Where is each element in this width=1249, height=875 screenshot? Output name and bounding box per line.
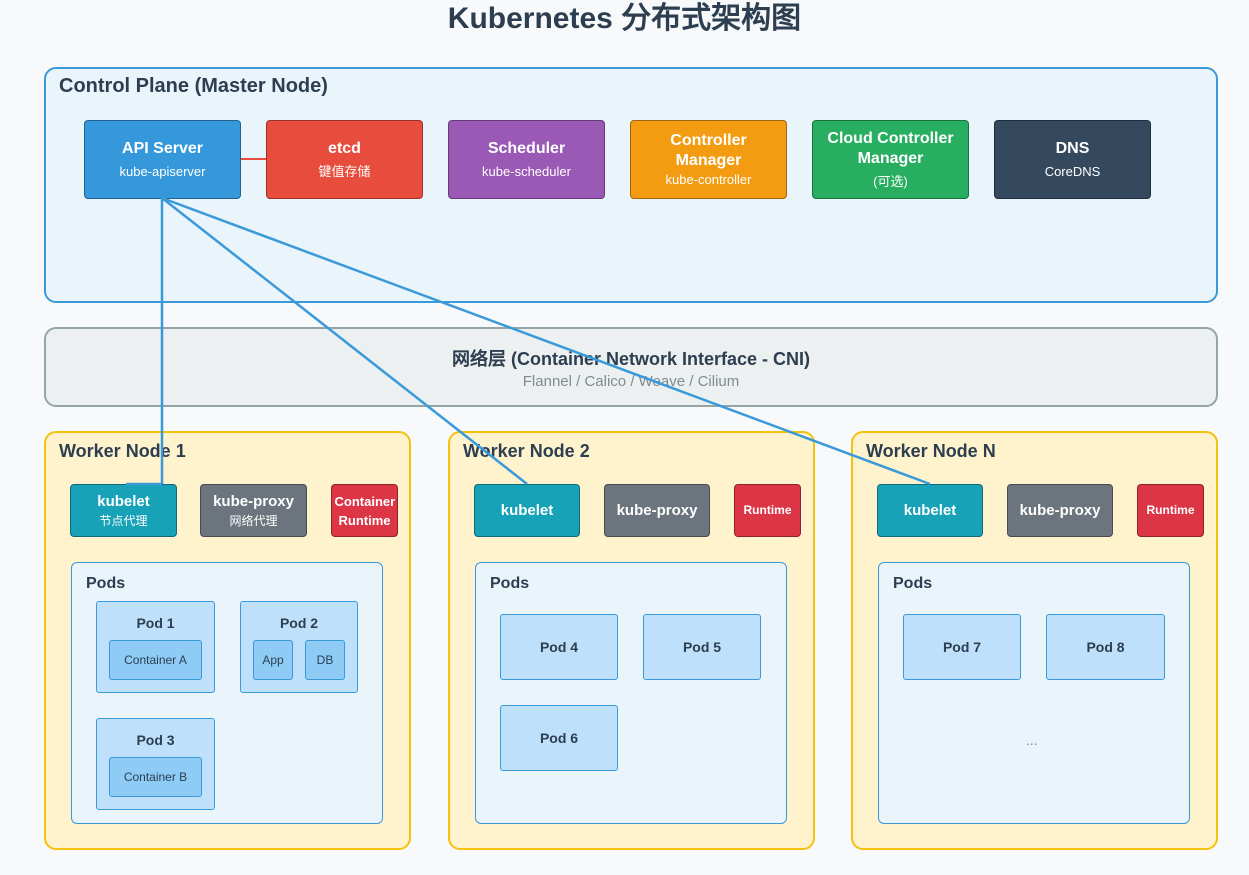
pod-2: Pod 2 App DB <box>240 601 358 693</box>
pod-5-label: Pod 5 <box>682 639 722 655</box>
worker-node-n-label: Worker Node N <box>866 441 996 461</box>
network-layer-panel: 网络层 (Container Network Interface - CNI) … <box>44 327 1218 407</box>
worker-2-runtime-box: Runtime <box>734 484 801 537</box>
controller-manager-box: Controller Manager kube-controller <box>630 120 787 199</box>
api-server-box: API Server kube-apiserver <box>84 120 241 199</box>
pod-1-label: Pod 1 <box>136 615 175 631</box>
worker-node-2-label: Worker Node 2 <box>463 441 590 461</box>
scheduler-title: Scheduler <box>487 139 566 157</box>
pod-5: Pod 5 <box>643 614 761 680</box>
api-server-sub: kube-apiserver <box>119 163 206 179</box>
worker-n-kubelet-title: kubelet <box>903 501 957 519</box>
worker-n-pods-box: Pods <box>878 562 1190 824</box>
etcd-sub: 键值存储 <box>318 163 371 179</box>
worker-2-kubelet-box: kubelet <box>474 484 580 537</box>
worker-n-runtime-box: Runtime <box>1137 484 1204 537</box>
worker-1-pods-label: Pods <box>86 575 126 592</box>
pod-6-label: Pod 6 <box>539 730 579 746</box>
pod-7: Pod 7 <box>903 614 1021 680</box>
worker-2-runtime-title: Runtime <box>743 503 792 517</box>
etcd-box: etcd 键值存储 <box>266 120 423 199</box>
worker-n-pods-label: Pods <box>893 575 933 592</box>
scheduler-box: Scheduler kube-scheduler <box>448 120 605 199</box>
worker-1-kubelet-title: kubelet <box>97 493 150 510</box>
pod-8: Pod 8 <box>1046 614 1165 680</box>
worker-1-kubelet-box: kubelet 节点代理 <box>70 484 177 537</box>
api-server-title: API Server <box>122 139 203 157</box>
worker-2-kubelet-title: kubelet <box>500 501 554 519</box>
pod-2-container-db: DB <box>305 640 345 680</box>
worker-1-runtime-box: Container Runtime <box>331 484 398 537</box>
worker-1-kube-proxy-box: kube-proxy 网络代理 <box>200 484 307 537</box>
pod-4-label: Pod 4 <box>539 639 579 655</box>
worker-1-kube-proxy-sub: 网络代理 <box>229 514 278 528</box>
diagram-title: Kubernetes 分布式架构图 <box>447 2 802 35</box>
pod-3-label: Pod 3 <box>136 732 175 748</box>
pod-3: Pod 3 Container B <box>96 718 215 810</box>
pod-3-container-b: Container B <box>109 757 202 797</box>
scheduler-sub: kube-scheduler <box>482 163 571 179</box>
pod-1: Pod 1 Container A <box>96 601 215 693</box>
network-layer-subtitle: Flannel / Calico / Weave / Cilium <box>522 373 740 390</box>
worker-1-kube-proxy-title: kube-proxy <box>213 493 294 510</box>
controller-manager-title: Controller Manager <box>670 131 747 169</box>
worker-1-runtime-title: Container Runtime <box>334 493 396 528</box>
pod-2-label: Pod 2 <box>279 615 319 631</box>
worker-n-kube-proxy-title: kube-proxy <box>1019 501 1101 519</box>
pod-4: Pod 4 <box>500 614 618 680</box>
cloud-controller-manager-box: Cloud Controller Manager (可选) <box>812 120 969 199</box>
dns-box: DNS CoreDNS <box>994 120 1151 199</box>
pod-1-container-a: Container A <box>109 640 202 680</box>
worker-n-kube-proxy-box: kube-proxy <box>1007 484 1113 537</box>
worker-n-runtime-title: Runtime <box>1146 503 1195 517</box>
pod-6: Pod 6 <box>500 705 618 771</box>
worker-n-kubelet-box: kubelet <box>877 484 983 537</box>
pod-8-label: Pod 8 <box>1086 639 1125 655</box>
cloud-controller-manager-title: Cloud Controller Manager <box>827 129 954 167</box>
pod-7-label: Pod 7 <box>942 639 982 655</box>
controller-manager-sub: kube-controller <box>665 171 752 187</box>
worker-2-kube-proxy-box: kube-proxy <box>604 484 710 537</box>
pod-2-container-app: App <box>253 640 293 680</box>
worker-2-pods-box: Pods <box>475 562 787 824</box>
dns-sub: CoreDNS <box>1044 163 1101 179</box>
etcd-title: etcd <box>328 139 361 157</box>
worker-2-kube-proxy-title: kube-proxy <box>616 501 698 519</box>
control-plane-label: Control Plane (Master Node) <box>59 75 328 97</box>
worker-1-kubelet-sub: 节点代理 <box>99 514 148 528</box>
network-layer-title: 网络层 (Container Network Interface - CNI) <box>451 349 811 369</box>
more-pods-ellipsis: ... <box>1026 732 1038 748</box>
worker-2-pods-label: Pods <box>490 575 530 592</box>
cloud-controller-manager-sub: (可选) <box>873 173 908 189</box>
worker-node-1-label: Worker Node 1 <box>59 441 186 461</box>
dns-title: DNS <box>1055 139 1090 157</box>
